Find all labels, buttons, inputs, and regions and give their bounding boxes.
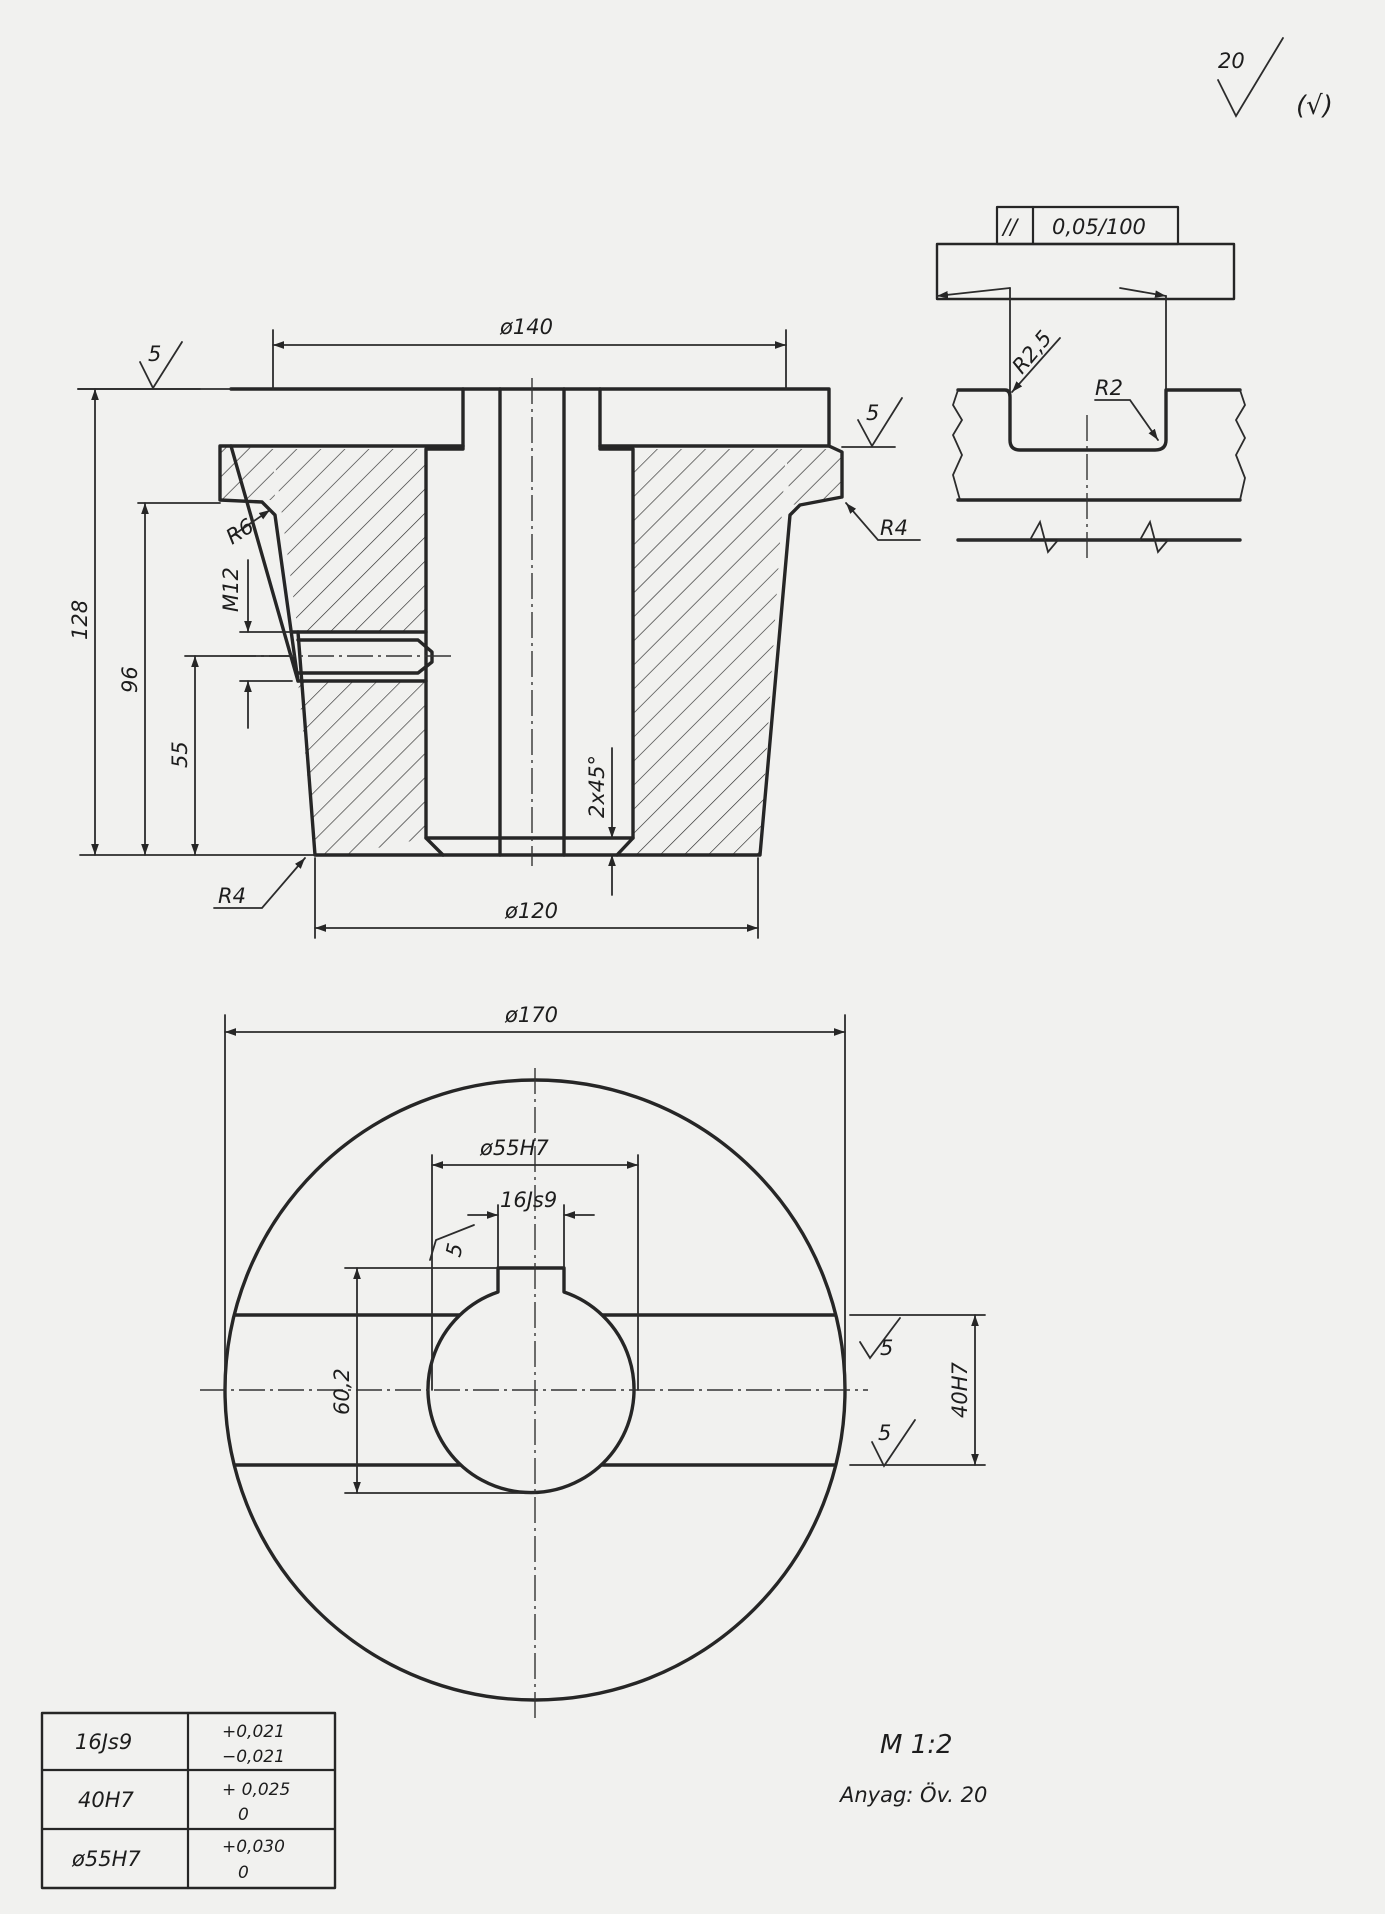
section-hatch-left xyxy=(273,449,426,855)
dim-height-shoulder: 96 xyxy=(118,666,142,693)
tolerance-table: 16Js9 +0,021 −0,021 40H7 + 0,025 0 ø55H7… xyxy=(40,1711,337,1890)
dim-bore: ø55H7 xyxy=(479,1136,549,1160)
material-note: Anyag: Öv. 20 xyxy=(838,1782,987,1807)
tol-row-1-upper: +0,021 xyxy=(222,1722,285,1742)
detail-radius-b: R2 xyxy=(1095,376,1123,400)
dim-thread: M12 xyxy=(219,567,243,612)
dim-flat: 40H7 xyxy=(948,1361,972,1418)
dim-height-total: 128 xyxy=(68,600,92,640)
surface-mark-section-top: 5 xyxy=(148,342,161,366)
tol-row-1-lower: −0,021 xyxy=(222,1747,285,1767)
dim-keyway: 16Js9 xyxy=(500,1188,557,1212)
plan-bore-keyway xyxy=(426,1266,636,1495)
threaded-hole xyxy=(290,630,434,683)
tol-row-3-lower: 0 xyxy=(238,1863,249,1883)
radius-flange: R4 xyxy=(880,516,908,540)
tol-row-2-upper: + 0,025 xyxy=(222,1780,290,1800)
surface-mark-section-right: 5 xyxy=(866,401,879,425)
parallelism-value: 0,05/100 xyxy=(1052,215,1146,239)
section-hatch-flange-right xyxy=(786,449,842,505)
tol-row-2-fit: 40H7 xyxy=(78,1788,135,1812)
detail-view: // 0,05/100 R2,5 R2 xyxy=(935,205,1247,560)
general-roughness-value: 20 xyxy=(1218,49,1245,73)
parallelism-symbol: // xyxy=(1001,215,1019,239)
tol-row-1-fit: 16Js9 xyxy=(75,1730,132,1754)
general-surface-finish-mark: 20 (√) xyxy=(1217,37,1333,121)
surface-mark-flat-bottom: 5 xyxy=(878,1421,891,1445)
radius-bottom: R4 xyxy=(218,884,246,908)
dim-bottom-diameter: ø120 xyxy=(504,899,558,923)
section-hatch-right xyxy=(633,449,786,855)
dim-keyway-depth: 60,2 xyxy=(330,1368,354,1415)
general-roughness-suffix: (√) xyxy=(1296,91,1333,121)
drawing-scale: M 1:2 xyxy=(880,1730,953,1760)
tol-row-3-fit: ø55H7 xyxy=(71,1847,141,1871)
dim-height-hole: 55 xyxy=(168,741,192,768)
dim-top-diameter: ø140 xyxy=(499,315,553,339)
surface-mark-flat-top: 5 xyxy=(880,1336,893,1360)
detail-groove-profile xyxy=(956,388,1242,452)
tol-row-2-lower: 0 xyxy=(238,1805,249,1825)
section-hatch-flange-left xyxy=(220,446,275,500)
dim-chamfer: 2x45° xyxy=(585,755,609,818)
detail-radius-a: R2,5 xyxy=(1007,326,1056,378)
tol-row-3-upper: +0,030 xyxy=(222,1837,285,1857)
counterbore-pocket xyxy=(424,387,635,857)
plan-view: ø170 ø55H7 16Js9 60,2 40H7 5 5 5 xyxy=(200,1003,986,1720)
surface-mark-keyway: 5 xyxy=(441,1241,467,1259)
section-view: ø140 ø120 128 96 55 M12 2x45° R6 R4 xyxy=(68,315,921,939)
dim-outer-diameter: ø170 xyxy=(504,1003,558,1027)
